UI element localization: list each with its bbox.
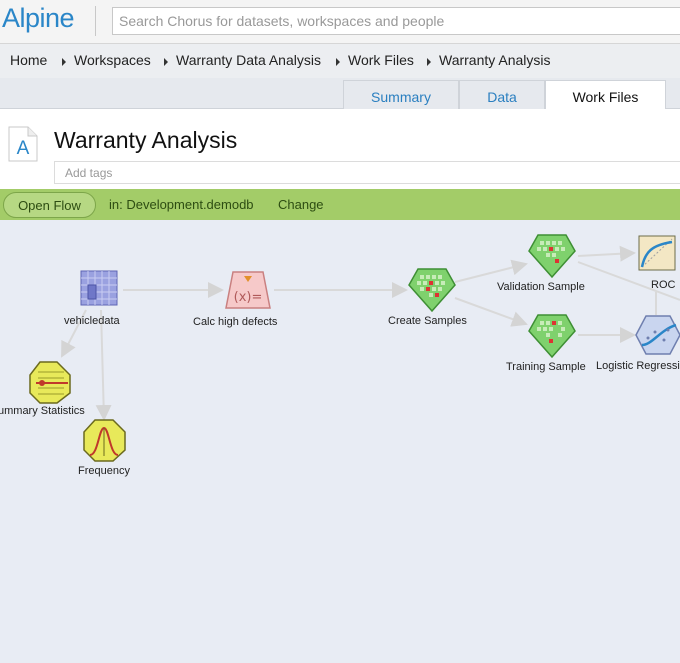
workfile-header: [0, 109, 680, 189]
frequency-node[interactable]: [83, 419, 126, 462]
node-label-vehicledata: vehicledata: [64, 315, 120, 327]
breadcrumb-current: Warranty Analysis: [439, 52, 551, 68]
node-label-calc-high-defects: Calc high defects: [193, 316, 278, 328]
flow-connections: [61, 245, 680, 421]
breadcrumb-arrow-icon: [427, 58, 431, 66]
breadcrumb-arrow-icon: [62, 58, 66, 66]
breadcrumb-arrow-icon: [336, 58, 340, 66]
vehicledata-node[interactable]: [80, 270, 118, 306]
summary-statistics-node[interactable]: [29, 361, 71, 404]
logistic-regression-node[interactable]: [635, 315, 680, 355]
breadcrumb-workspace[interactable]: Warranty Data Analysis: [176, 52, 321, 68]
database-label: in: Development.demodb: [109, 197, 254, 212]
flow-bar: [0, 189, 680, 220]
create-samples-node[interactable]: [408, 268, 456, 313]
breadcrumb: [0, 44, 680, 78]
training-sample-node[interactable]: [528, 314, 576, 359]
change-database-link[interactable]: Change: [278, 197, 324, 212]
tab-summary[interactable]: Summary: [343, 80, 459, 109]
validation-sample-node[interactable]: [528, 234, 576, 279]
tab-data[interactable]: Data: [459, 80, 545, 109]
workfile-icon: A: [8, 126, 38, 162]
breadcrumb-work-files[interactable]: Work Files: [348, 52, 414, 68]
tags-input[interactable]: Add tags: [54, 161, 680, 184]
flow-diagram: (x)=: [29, 234, 680, 462]
page-title: Warranty Analysis: [54, 127, 238, 153]
alpine-logo[interactable]: Alpine: [2, 3, 75, 33]
search-input[interactable]: Search Chorus for datasets, workspaces a…: [112, 7, 680, 35]
roc-node[interactable]: [638, 235, 676, 271]
logo-divider: [95, 6, 96, 36]
svg-text:(x)=: (x)=: [234, 290, 263, 305]
node-label-create-samples: Create Samples: [388, 315, 467, 327]
node-label-training-sample: Training Sample: [506, 361, 586, 373]
breadcrumb-home[interactable]: Home: [10, 52, 48, 68]
svg-text:A: A: [17, 138, 30, 159]
open-flow-button[interactable]: Open Flow: [3, 192, 96, 218]
node-label-summary-statistics: ummary Statistics: [0, 405, 85, 417]
node-label-logistic-regression: Logistic Regressi: [596, 360, 680, 372]
tab-work-files[interactable]: Work Files: [545, 80, 666, 110]
node-label-roc: ROC: [651, 279, 676, 291]
calc-high-defects-node[interactable]: (x)=: [225, 271, 271, 309]
breadcrumb-arrow-icon: [164, 58, 168, 66]
node-label-validation-sample: Validation Sample: [497, 281, 585, 293]
node-label-frequency: Frequency: [78, 465, 130, 477]
breadcrumb-workspaces[interactable]: Workspaces: [74, 52, 151, 68]
